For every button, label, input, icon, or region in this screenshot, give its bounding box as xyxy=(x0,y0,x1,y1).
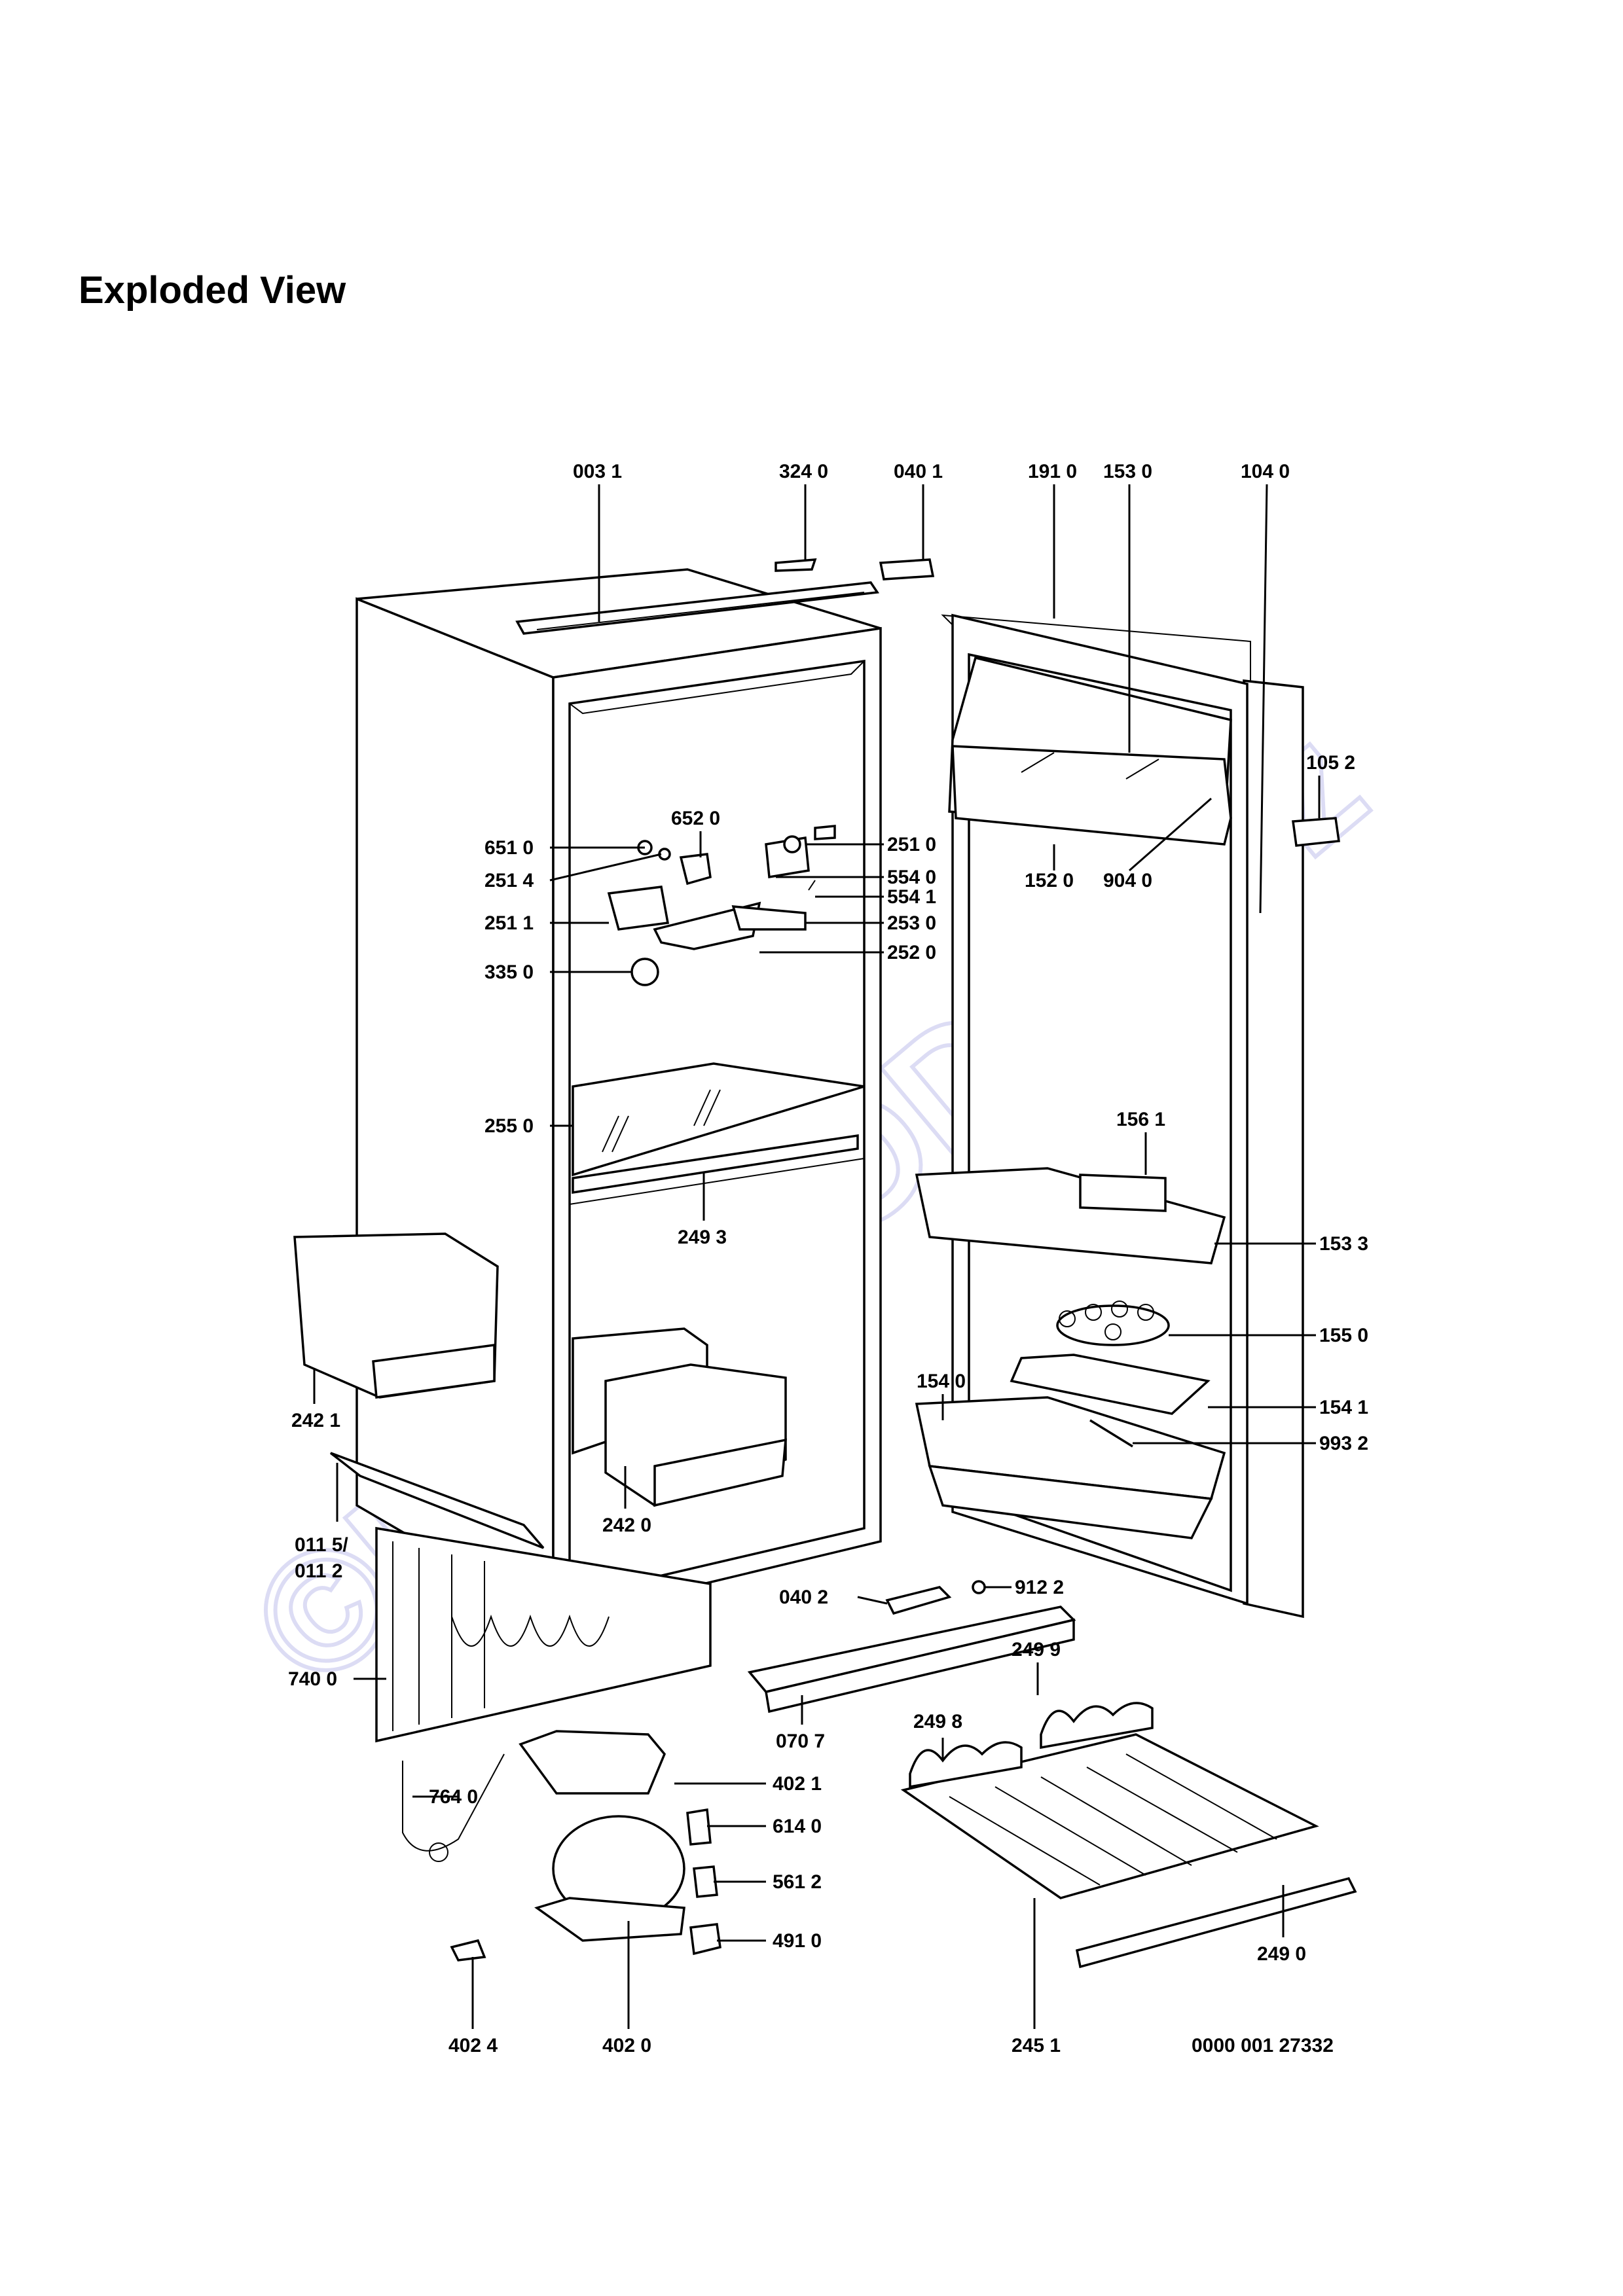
label-249-8: 249 8 xyxy=(913,1711,962,1732)
lower-parts xyxy=(293,1232,1357,1969)
leader-lines xyxy=(313,484,1321,2029)
label-740-0: 740 0 xyxy=(288,1668,337,1690)
part-402-4 xyxy=(450,1939,486,1962)
label-040-1: 040 1 xyxy=(894,461,943,482)
label-251-1: 251 1 xyxy=(484,912,534,934)
label-652-0: 652 0 xyxy=(671,808,720,829)
label-105-2: 105 2 xyxy=(1306,752,1355,774)
label-561-2: 561 2 xyxy=(773,1871,822,1893)
label-764-0: 764 0 xyxy=(429,1786,478,1808)
label-904-0: 904 0 xyxy=(1103,870,1152,891)
label-251-0-top: 251 0 xyxy=(887,834,936,855)
page-title: Exploded View xyxy=(79,269,346,312)
label-152-0: 152 0 xyxy=(1025,870,1074,891)
part-491-0 xyxy=(689,1923,721,1956)
label-255-0: 255 0 xyxy=(484,1115,534,1137)
part-249-8 xyxy=(909,1741,1023,1789)
label-993-2: 993 2 xyxy=(1319,1433,1368,1454)
label-651-0: 651 0 xyxy=(484,837,534,859)
label-242-0: 242 0 xyxy=(602,1515,651,1536)
label-402-1: 402 1 xyxy=(773,1773,822,1795)
label-253-0: 253 0 xyxy=(887,912,936,934)
label-402-4: 402 4 xyxy=(448,2035,498,2056)
part-labels: 003 1 324 0 040 1 191 0 153 0 104 0 105 … xyxy=(288,461,1368,2056)
label-614-0: 614 0 xyxy=(773,1816,822,1837)
label-153-3: 153 3 xyxy=(1319,1233,1368,1255)
label-191-0: 191 0 xyxy=(1028,461,1077,482)
label-155-0: 155 0 xyxy=(1319,1325,1368,1346)
label-249-3: 249 3 xyxy=(678,1227,727,1248)
label-154-1: 154 1 xyxy=(1319,1397,1368,1418)
label-251-4: 251 4 xyxy=(484,870,534,891)
label-554-1: 554 1 xyxy=(887,886,936,908)
part-040-2 xyxy=(885,1586,952,1615)
label-070-7: 070 7 xyxy=(776,1731,825,1752)
part-324-0 xyxy=(775,558,817,572)
label-402-0: 402 0 xyxy=(602,2035,651,2056)
label-003-1: 003 1 xyxy=(573,461,622,482)
part-040-1 xyxy=(879,558,935,581)
part-105-2 xyxy=(1292,817,1340,847)
label-154-0: 154 0 xyxy=(917,1371,966,1392)
label-153-0: 153 0 xyxy=(1103,461,1152,482)
label-011-5: 011 5/ xyxy=(295,1534,348,1556)
part-249-9 xyxy=(1040,1702,1154,1749)
label-491-0: 491 0 xyxy=(773,1930,822,1952)
label-252-0: 252 0 xyxy=(887,942,936,963)
label-156-1: 156 1 xyxy=(1116,1109,1165,1130)
label-011-2: 011 2 xyxy=(295,1560,342,1582)
label-249-9: 249 9 xyxy=(1012,1639,1061,1660)
part-614-0 xyxy=(686,1808,712,1846)
drawing-number: 0000 001 27332 xyxy=(1192,2035,1334,2056)
part-561-2 xyxy=(693,1865,718,1898)
label-912-2: 912 2 xyxy=(1015,1577,1064,1598)
label-104-0: 104 0 xyxy=(1241,461,1290,482)
label-245-1: 245 1 xyxy=(1012,2035,1061,2056)
door xyxy=(915,613,1304,1619)
label-249-0: 249 0 xyxy=(1257,1943,1306,1965)
part-249-0 xyxy=(1075,1876,1357,1969)
label-335-0: 335 0 xyxy=(484,961,534,983)
label-324-0: 324 0 xyxy=(779,461,828,482)
label-554-0: 554 0 xyxy=(887,867,936,888)
label-242-1: 242 1 xyxy=(291,1410,340,1431)
part-912-2 xyxy=(972,1580,986,1594)
label-040-2: 040 2 xyxy=(779,1587,828,1608)
cabinet-body xyxy=(356,568,882,1623)
